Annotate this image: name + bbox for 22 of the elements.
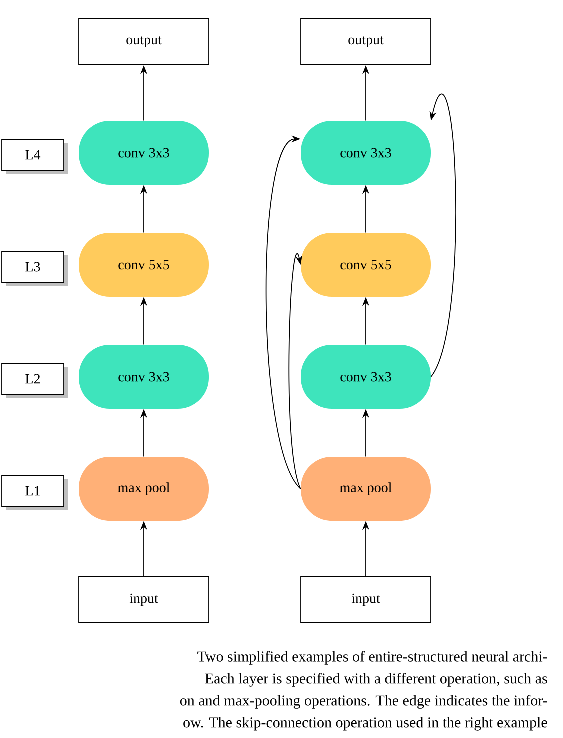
layer-pill: conv 5x5 [79, 233, 209, 297]
arrow [288, 253, 302, 490]
layer-pill: max pool [301, 457, 431, 521]
output-box: input [78, 576, 210, 624]
arrow [266, 136, 302, 490]
output-box: output [300, 18, 432, 66]
layer-pill: max pool [79, 457, 209, 521]
caption-line: Two simplified examples of entire-structured neural archi- [198, 651, 548, 665]
layer-tag: L3 [2, 251, 68, 286]
layer-pill: conv 3x3 [301, 121, 431, 185]
layer-tag: L4 [2, 139, 68, 174]
layer-pill: conv 3x3 [79, 345, 209, 409]
layer-tag: L1 [2, 475, 68, 510]
caption-line: on and max-pooling operations. The edge indicates the infor- [180, 695, 548, 709]
output-box: input [300, 576, 432, 624]
caption-line: Each layer is specified with a different operation, such as [205, 673, 548, 687]
layer-pill: conv 3x3 [301, 345, 431, 409]
layer-pill: conv 3x3 [79, 121, 209, 185]
caption-line: ow. The skip-connection operation used in the right example [184, 717, 548, 731]
output-box: output [78, 18, 210, 66]
layer-pill: conv 5x5 [301, 233, 431, 297]
layer-tag: L2 [2, 363, 68, 398]
